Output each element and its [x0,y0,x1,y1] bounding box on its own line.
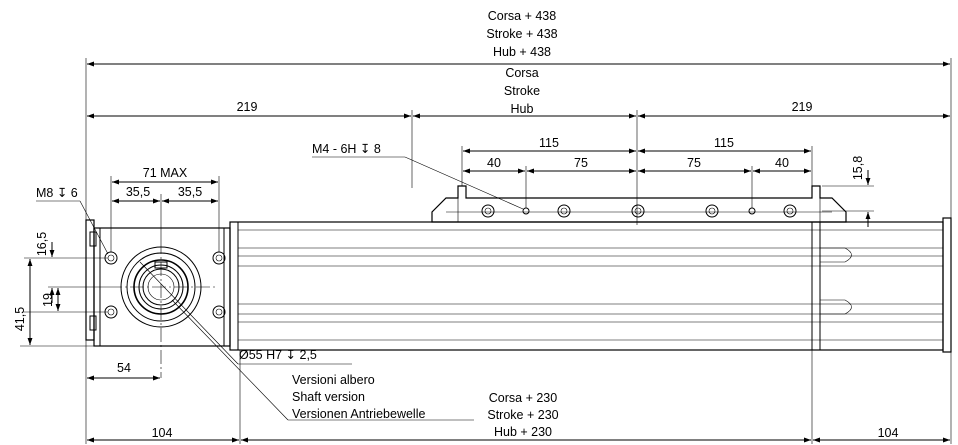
label-75-right: 75 [687,156,701,170]
label-19: 19 [41,293,55,307]
label-hub: Hub [511,102,534,116]
label-15-8: 15,8 [851,156,865,180]
label-104-right: 104 [878,426,899,440]
label-corsa-230: Corsa + 230 [489,391,557,405]
label-corsa-438: Corsa + 438 [488,9,556,23]
label-104-left: 104 [152,426,173,440]
label-75-left: 75 [574,156,588,170]
label-bore: Ø55 H7 ↧ 2,5 [239,348,317,362]
label-m4-thread: M4 - 6H ↧ 8 [312,142,381,156]
label-corsa: Corsa [505,66,538,80]
label-219-right: 219 [792,100,813,114]
label-shaft-version: Shaft version [292,390,365,404]
dimension-head: 71 MAX 35,5 35,5 M8 ↧ 6 16,5 19 41,5 54 [13,166,220,381]
label-40-left: 40 [487,156,501,170]
drive-shaft-head [104,240,226,378]
label-71-max: 71 MAX [143,166,188,180]
label-versioni-albero: Versioni albero [292,373,375,387]
label-stroke-230: Stroke + 230 [487,408,558,422]
label-54: 54 [117,361,131,375]
label-hub-438: Hub + 438 [493,45,551,59]
label-35-5-left: 35,5 [126,185,150,199]
dimension-bottom: 104 104 Corsa + 230 Stroke + 230 Hub + 2… [85,340,952,444]
dimension-top-total: Corsa + 438 Stroke + 438 Hub + 438 [85,9,952,220]
shaft-notes: Ø55 H7 ↧ 2,5 Versioni albero Shaft versi… [139,261,474,421]
carriage-bolt [481,204,797,218]
label-stroke-438: Stroke + 438 [486,27,557,41]
carriage [431,185,847,223]
label-40-right: 40 [775,156,789,170]
label-16-5: 16,5 [35,232,49,256]
label-219-left: 219 [237,100,258,114]
label-115-left: 115 [539,136,559,150]
actuator-body [85,217,952,353]
label-m8: M8 ↧ 6 [36,186,78,200]
label-41-5: 41,5 [13,307,27,331]
label-35-5-right: 35,5 [178,185,202,199]
label-versionen-antriebewelle: Versionen Antriebewelle [292,407,425,421]
dimension-carriage: 115 115 40 75 75 40 15,8 M4 - 6H ↧ 8 [312,136,874,227]
label-115-right: 115 [714,136,734,150]
label-stroke: Stroke [504,84,540,98]
dimension-stroke: 219 219 Corsa Stroke Hub [87,66,950,225]
label-hub-230: Hub + 230 [494,425,552,439]
